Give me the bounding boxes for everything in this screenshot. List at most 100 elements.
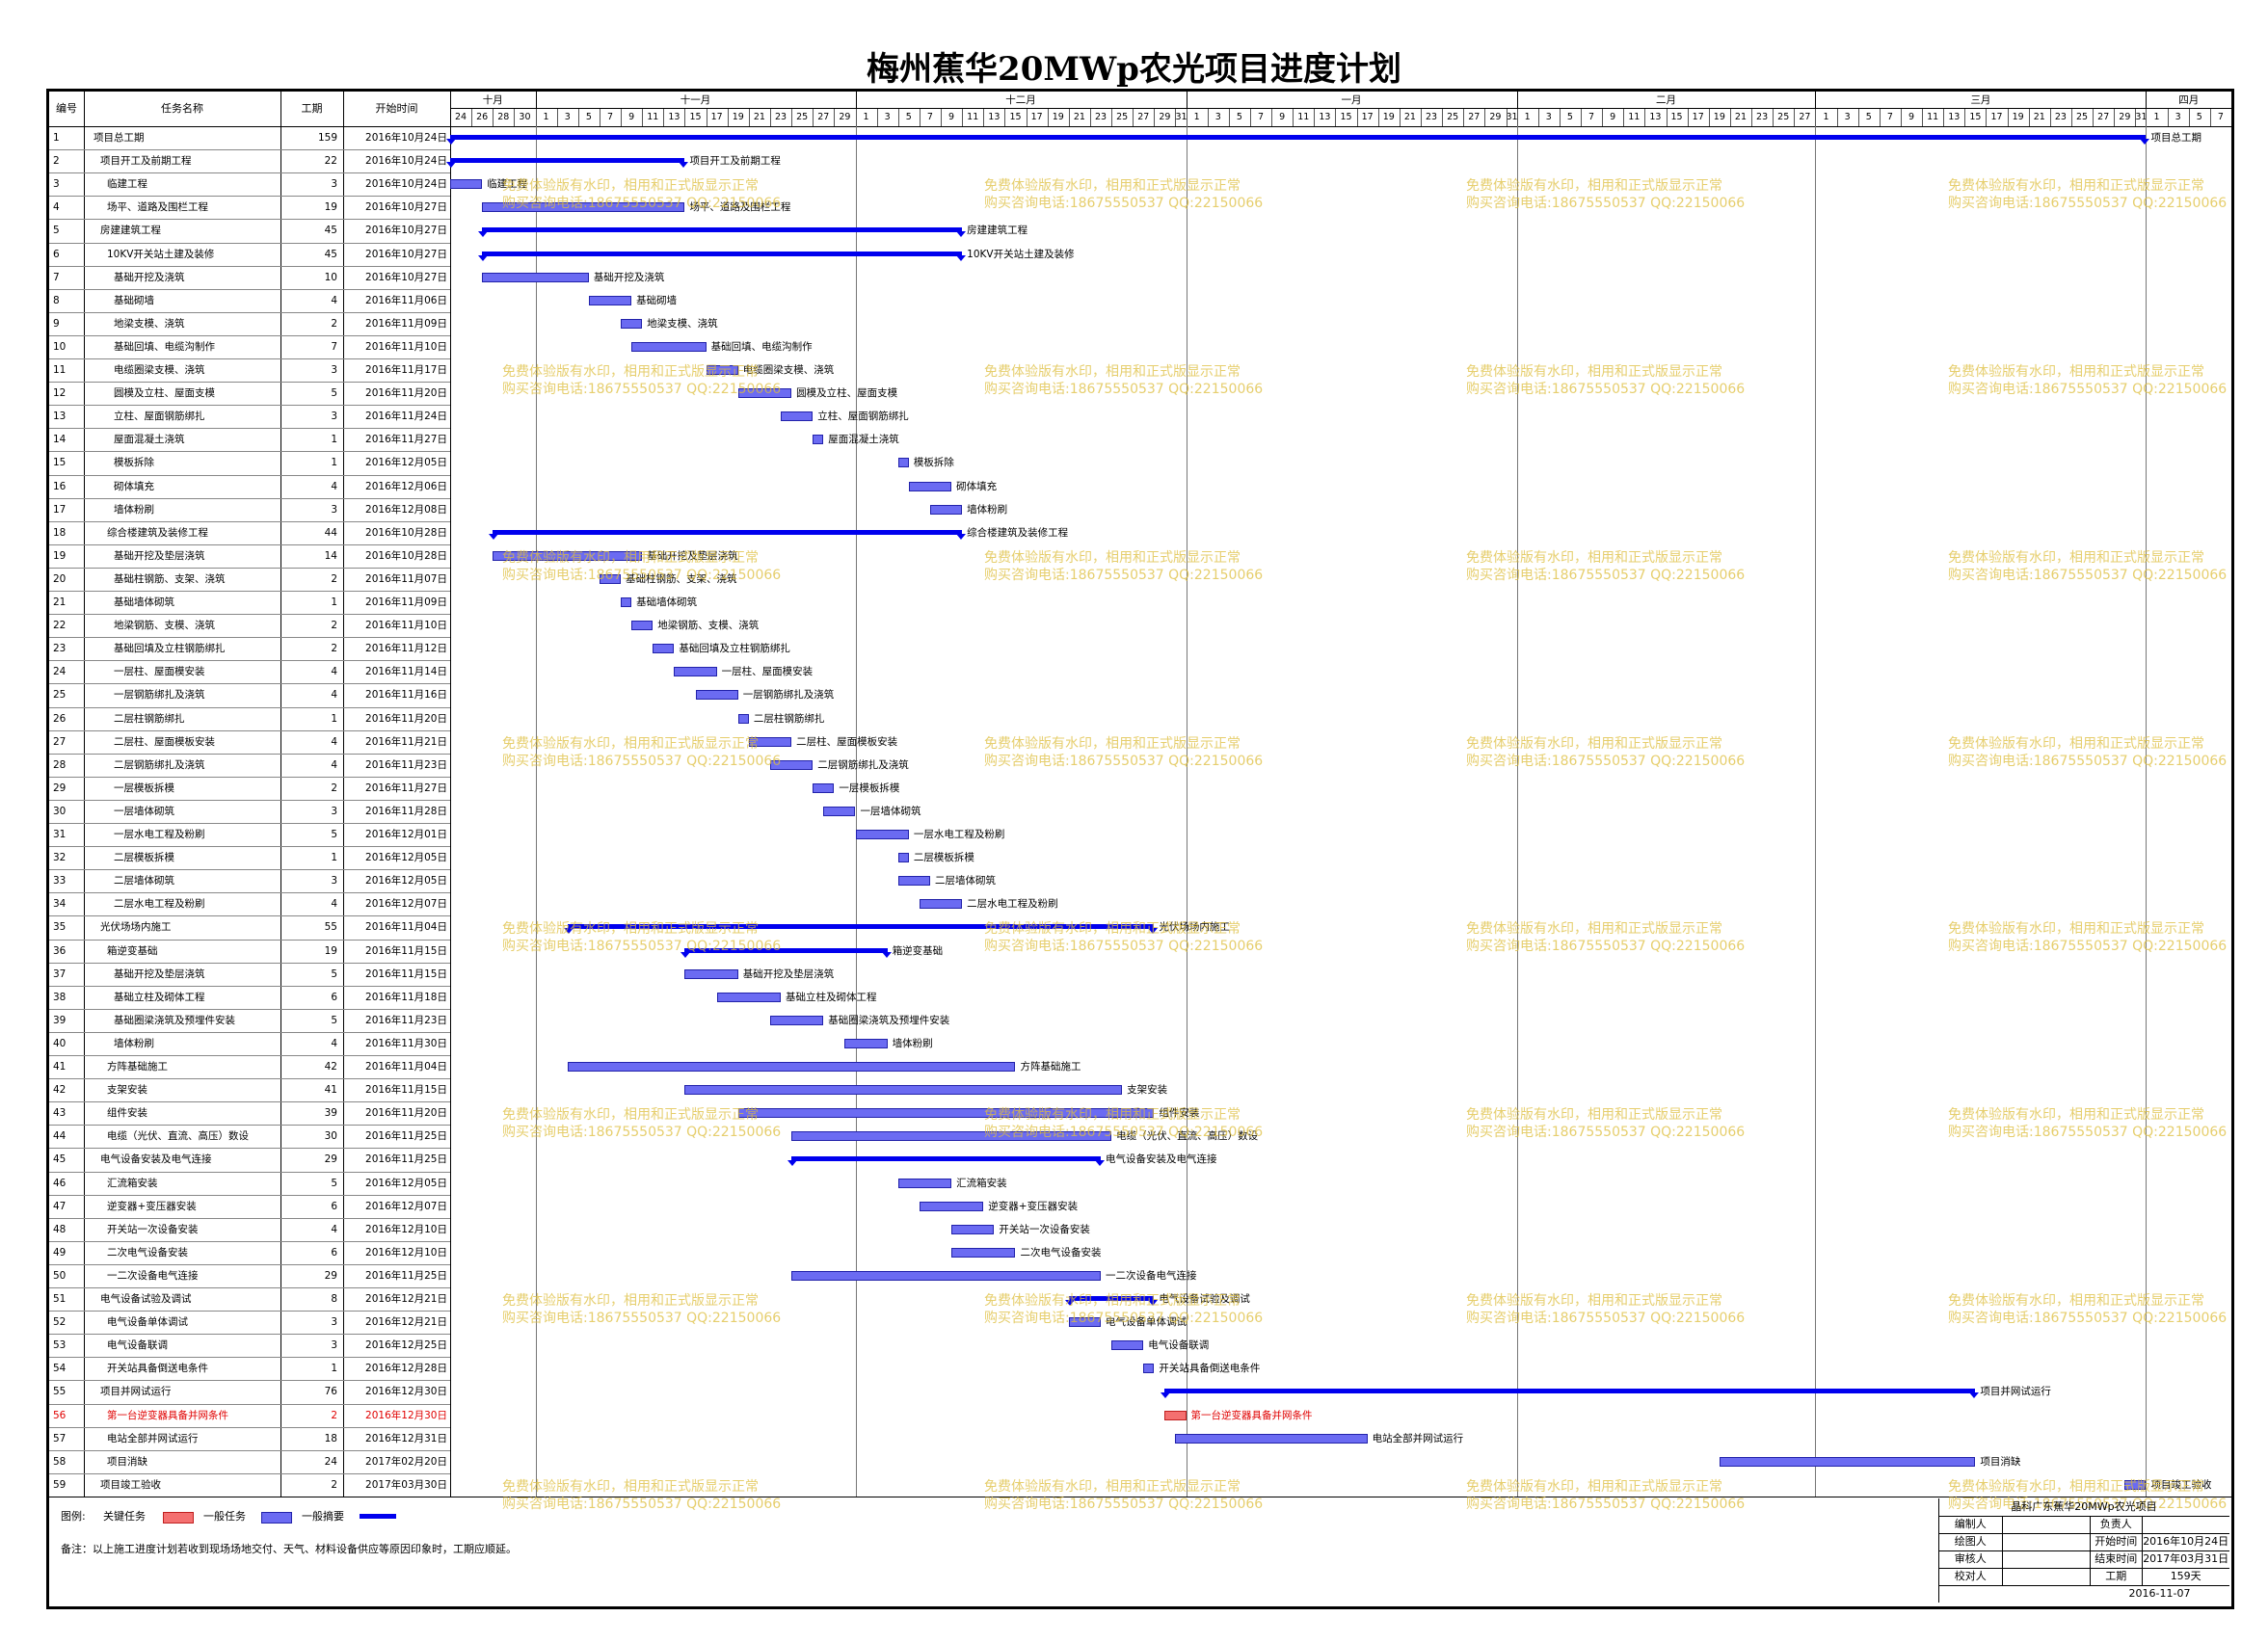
task-name: 电站全部并网试运行: [107, 1432, 199, 1444]
day-divider: [577, 109, 579, 126]
task-start: 2016年11月27日: [365, 434, 447, 446]
task-no: 19: [53, 549, 67, 562]
task-name: 一层水电工程及粉刷: [114, 829, 205, 840]
watermark-text: 免费体验版有水印，相用和正式版显示正常: [502, 1478, 759, 1495]
task-name: 逆变器+变压器安装: [107, 1200, 197, 1212]
row-divider: [49, 591, 450, 592]
task-name: 汇流箱安装: [107, 1177, 158, 1189]
summary-bar-start-cap: [446, 139, 456, 146]
day-label: 17: [1990, 112, 2003, 122]
day-label: 9: [948, 112, 955, 122]
day-divider: [1228, 109, 1230, 126]
task-name: 电气设备试验及调试: [100, 1293, 192, 1305]
task-bar: [567, 1062, 1016, 1073]
day-label: 21: [753, 112, 765, 122]
legend-label: 图例:: [61, 1509, 86, 1523]
day-label: 5: [585, 112, 592, 122]
day-divider: [471, 109, 473, 126]
task-start: 2016年11月12日: [365, 643, 447, 655]
watermark-text: 购买咨询电话:18675550537 QQ:22150066: [984, 196, 1264, 212]
task-bar: [621, 597, 632, 608]
task-bar: [695, 690, 738, 701]
bar-label: 逆变器+变压器安装: [988, 1200, 1079, 1212]
day-divider: [1133, 109, 1134, 126]
bar-label: 墙体粉刷: [892, 1037, 933, 1049]
day-divider: [813, 109, 814, 126]
day-divider: [876, 109, 878, 126]
task-name: 二次电气设备安装: [107, 1246, 188, 1259]
watermark-text: 购买咨询电话:18675550537 QQ:22150066: [1466, 939, 1746, 955]
row-divider: [49, 706, 450, 708]
row-divider: [49, 729, 450, 731]
watermark-text: 免费体验版有水印，相用和正式版显示正常: [1948, 735, 2204, 752]
bar-label: 二层墙体砌筑: [934, 875, 996, 888]
task-no: 39: [53, 1014, 67, 1026]
row-divider: [49, 1125, 450, 1126]
task-no: 16: [53, 480, 67, 492]
day-divider: [941, 109, 943, 126]
row-divider: [49, 1426, 450, 1428]
info-box-line: [2090, 1515, 2092, 1585]
day-label: 13: [1319, 112, 1331, 122]
task-no: 15: [53, 457, 67, 469]
task-bar: [791, 1270, 1101, 1281]
row-divider: [49, 265, 450, 267]
bar-label: 项目消缺: [1980, 1455, 2021, 1468]
task-duration: 6: [331, 991, 337, 1003]
bar-label: 基础开挖及浇筑: [593, 271, 665, 283]
task-duration: 8: [331, 1293, 337, 1305]
day-label: 25: [1447, 112, 1459, 122]
task-name: 基础开挖及浇筑: [114, 271, 185, 283]
month-label: 十月: [482, 94, 503, 106]
task-start: 2016年10月27日: [365, 201, 447, 214]
row-divider: [49, 172, 450, 174]
day-divider: [493, 109, 494, 126]
page-title: 梅州蕉华20MWp农光项目进度计划: [867, 50, 1401, 89]
day-divider: [1249, 109, 1251, 126]
day-divider: [791, 109, 793, 126]
task-no: 34: [53, 898, 67, 911]
task-no: 56: [53, 1409, 67, 1421]
task-start: 2016年10月27日: [365, 248, 447, 260]
task-duration: 6: [331, 1246, 337, 1259]
task-duration: 1: [331, 434, 337, 446]
month-gridline: [855, 126, 857, 1497]
task-name: 电缆圈梁支模、浇筑: [114, 364, 205, 376]
task-duration: 2: [331, 620, 337, 632]
summary-bar-end-cap: [1969, 1392, 1980, 1399]
task-duration: 24: [324, 1455, 337, 1468]
month-label: 四月: [2178, 94, 2200, 106]
day-divider: [1207, 109, 1209, 126]
task-name: 墙体粉刷: [114, 503, 154, 516]
day-divider: [2007, 109, 2009, 126]
task-name: 砌体填充: [114, 480, 154, 492]
task-bar: [631, 621, 654, 631]
bar-label: 汇流箱安装: [956, 1177, 1007, 1189]
row-divider: [49, 614, 450, 616]
day-label: 19: [1052, 112, 1064, 122]
task-duration: 1: [331, 852, 337, 864]
day-divider: [962, 109, 964, 126]
day-divider: [769, 109, 771, 126]
task-name: 电缆（光伏、直流、高压）数设: [107, 1130, 249, 1143]
day-divider: [1943, 109, 1945, 126]
day-divider: [1356, 109, 1358, 126]
task-duration: 3: [331, 411, 337, 423]
task-no: 49: [53, 1246, 67, 1259]
task-name: 房建建筑工程: [100, 225, 161, 237]
info-box-date: 2016-11-07: [2128, 1586, 2191, 1600]
day-divider: [684, 109, 686, 126]
bar-label: 一层模板拆模: [839, 782, 900, 794]
task-bar: [1719, 1456, 1976, 1467]
day-divider: [2167, 109, 2169, 126]
task-duration: 45: [324, 248, 337, 260]
day-label: 1: [2153, 112, 2160, 122]
watermark-text: 免费体验版有水印，相用和正式版显示正常: [984, 549, 1241, 566]
task-no: 24: [53, 666, 67, 678]
task-duration: 7: [331, 340, 337, 353]
task-bar: [897, 853, 909, 863]
task-name: 二层柱、屋面模板安装: [114, 735, 215, 748]
task-bar: [1068, 1317, 1101, 1328]
day-divider: [1879, 109, 1881, 126]
task-no: 2: [53, 155, 60, 168]
